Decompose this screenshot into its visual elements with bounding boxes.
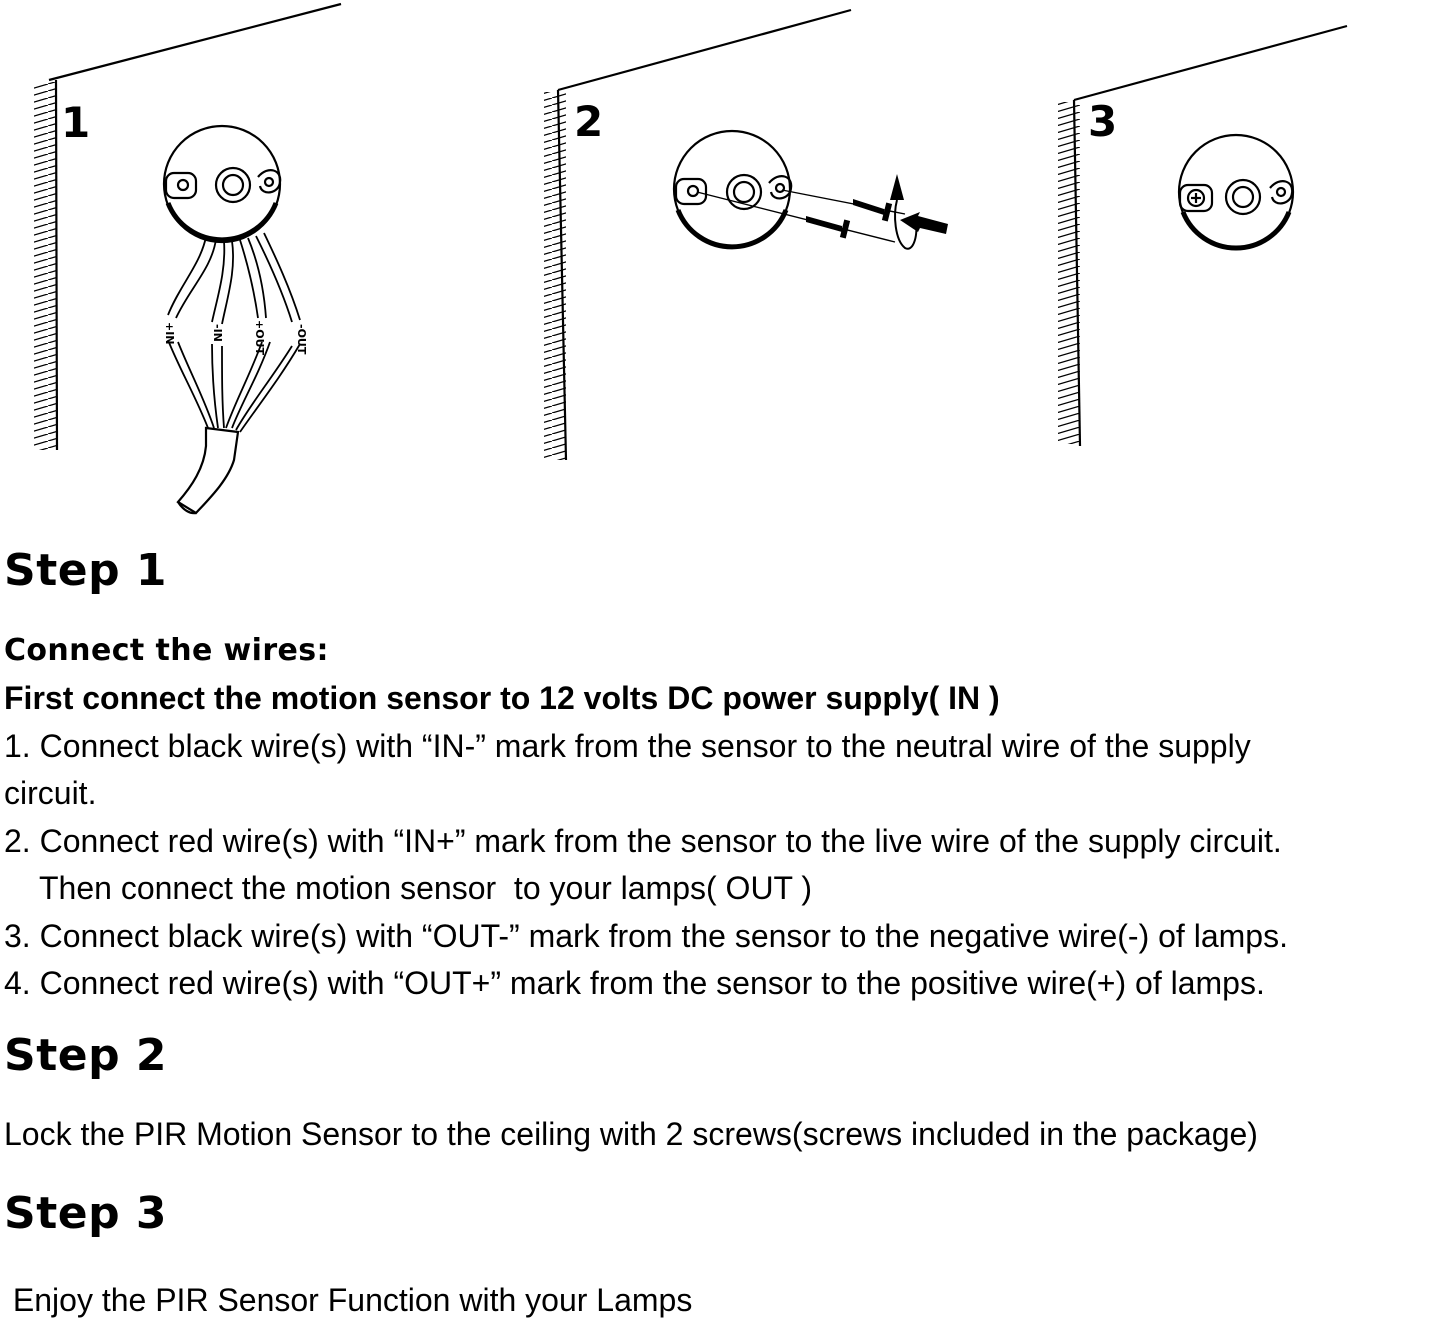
step-1-heading: Step 1: [4, 545, 167, 596]
step-2-text: Lock the PIR Motion Sensor to the ceilin…: [4, 1116, 1258, 1152]
screw-icon: [806, 199, 893, 239]
step-3-text: Enjoy the PIR Sensor Function with your …: [4, 1282, 693, 1318]
panel-1-figure: 1: [34, 2, 342, 515]
step-3-heading: Step 3: [4, 1188, 167, 1239]
panel-3-figure: 3: [1058, 24, 1348, 447]
installation-illustrations: 1: [34, 2, 1348, 515]
step-2-heading: Step 2: [4, 1030, 167, 1081]
panel-3-number: 3: [1088, 97, 1117, 146]
sensor-unit-1: [162, 124, 282, 244]
wire-labels: +IN -IN +OUT -OUT: [163, 320, 308, 356]
step-1-line: 3. Connect black wire(s) with “OUT-” mar…: [4, 918, 1288, 954]
wire-label-out-plus: +OUT: [253, 320, 266, 356]
panel-2-number: 2: [574, 97, 603, 146]
sensor-unit-3: [1177, 133, 1295, 251]
wall-2: [544, 8, 852, 461]
wire-bundle: [167, 232, 301, 515]
step-1-line: 2. Connect red wire(s) with “IN+” mark f…: [4, 823, 1282, 859]
step-1-subheading: Connect the wires:: [4, 633, 329, 668]
wire-label-in-plus: +IN: [163, 322, 176, 345]
step-1-line: Then connect the motion sensor to your l…: [4, 870, 813, 906]
wire-label-in-minus: -IN: [211, 324, 224, 342]
panel-1-number: 1: [61, 98, 90, 147]
step-1-intro: First connect the motion sensor to 12 vo…: [4, 680, 1000, 716]
step-1-line: circuit.: [4, 775, 97, 811]
wire-label-out-minus: -OUT: [295, 324, 308, 355]
push-arrow-icon: [900, 212, 948, 234]
step-1-line: 4. Connect red wire(s) with “OUT+” mark …: [4, 965, 1265, 1001]
rotate-arrow-icon: [890, 174, 918, 250]
step-1-line: 1. Connect black wire(s) with “IN-” mark…: [4, 728, 1251, 764]
wall-3: [1058, 24, 1348, 447]
panel-2-figure: 2: [544, 8, 948, 461]
wall-1: [34, 2, 342, 451]
sensor-unit-2: [672, 129, 793, 250]
